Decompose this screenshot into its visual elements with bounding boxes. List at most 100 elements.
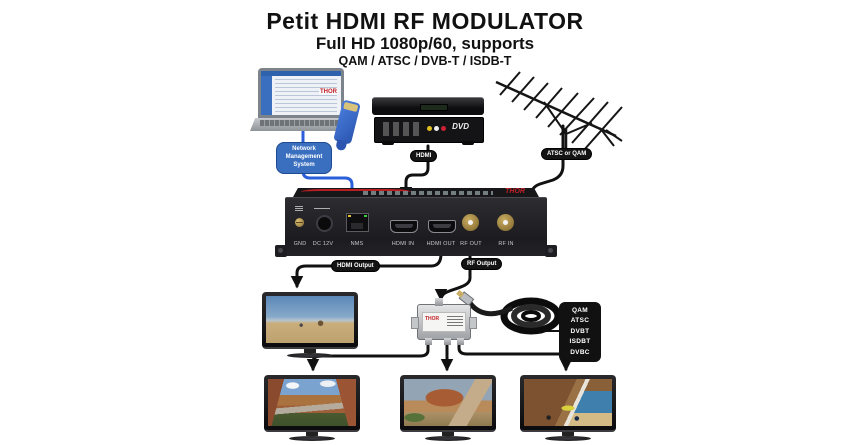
rf-splitter: THOR	[411, 298, 477, 345]
rca-red	[441, 126, 446, 131]
cable-splitter-out-right	[457, 339, 573, 372]
rca-yellow	[427, 126, 432, 131]
tv-stand-neck	[304, 349, 316, 353]
dvd-logo: DVD	[452, 122, 469, 131]
tv-screen-cliff	[524, 379, 612, 426]
tv-bezel	[520, 375, 616, 432]
laptop-app-titlebar	[261, 71, 341, 76]
tv-bezel	[264, 375, 360, 432]
nms-ethernet-port	[346, 213, 369, 232]
standard-atsc: ATSC	[570, 317, 590, 325]
tv-screen-beach	[266, 296, 354, 343]
dvd-foot-left	[382, 141, 394, 145]
tv-bezel	[262, 292, 358, 349]
tv-bezel	[400, 375, 496, 432]
tv-stand-base	[287, 353, 333, 358]
mounting-ear-left	[275, 245, 287, 257]
cable-antenna-to-rf-in	[529, 124, 565, 198]
laptop-keyboard	[260, 120, 344, 126]
splitter-ear-left	[411, 317, 419, 329]
hdmi-in-port	[390, 220, 418, 233]
laptop-brand-logo: THOR	[319, 89, 338, 95]
screw-hole	[278, 248, 283, 253]
port-label-gnd: GND	[293, 241, 307, 247]
tv-hdmi-output	[262, 292, 358, 358]
title-line2: Full HD 1080p/60, supports	[315, 34, 535, 54]
ethernet-plug-boot	[335, 139, 348, 152]
tv-antenna	[495, 71, 623, 152]
nms-label: Network Management System	[276, 142, 332, 174]
port-label-rf-in: RF IN	[498, 241, 514, 247]
antenna-cable-label: ATSC or QAM	[541, 148, 593, 160]
standard-isdbt: ISDBT	[569, 338, 591, 346]
dvd-rear-connectors	[383, 122, 423, 136]
splitter-output-1	[425, 338, 432, 345]
tv-stand-neck	[306, 432, 318, 436]
modulator-device: GND DC 12V NMS HDMI IN HDMI OUT RF OUT R…	[285, 197, 547, 256]
ground-symbol-icon	[295, 206, 303, 211]
tv-rf-2	[400, 375, 496, 441]
tv-stand-neck	[562, 432, 574, 436]
gnd-terminal	[295, 218, 304, 227]
tv-rf-3	[520, 375, 616, 441]
port-led-yellow	[348, 215, 351, 217]
dvd-display	[420, 104, 448, 111]
splitter-label: THOR	[422, 312, 466, 332]
modulator-top-text	[363, 191, 493, 195]
screw-hole	[548, 248, 553, 253]
hdmi-pin-block	[395, 224, 413, 228]
port-label-nms: NMS	[350, 241, 364, 247]
dc-polarity-icon	[314, 206, 330, 211]
modulator-top-panel: THOR	[293, 188, 539, 197]
port-label-hdmi-out: HDMI OUT	[426, 241, 456, 247]
modulator-red-swoosh	[301, 189, 411, 195]
laptop-app-sidebar	[261, 76, 272, 115]
splitter-input-port	[435, 298, 443, 306]
nms-label-line2: Management	[285, 154, 323, 161]
nms-label-line1: Network	[292, 146, 316, 153]
standard-qam: QAM	[571, 307, 589, 315]
rf-out-connector	[462, 214, 479, 231]
hdmi-cable-label: HDMI	[410, 150, 438, 162]
nms-label-line3: System	[293, 161, 315, 168]
laptop: THOR	[258, 68, 344, 118]
port-label-rf-out: RF OUT	[460, 241, 482, 247]
port-label-hdmi-in: HDMI IN	[391, 241, 415, 247]
port-led-green	[364, 215, 367, 217]
tv-screen-canyon	[268, 379, 356, 426]
tv-screen-mesa	[404, 379, 492, 426]
f-connector-pin	[503, 220, 508, 225]
splitter-output-2	[444, 338, 451, 345]
dvd-player-rear: DVD	[374, 117, 484, 143]
hdmi-out-port	[428, 220, 456, 233]
page-title: Petit HDMI RF MODULATOR Full HD 1080p/60…	[0, 8, 850, 68]
laptop-app-table	[275, 79, 337, 112]
hdmi-output-label: HDMI Output	[331, 260, 380, 272]
title-line3: QAM / ATSC / DVB-T / ISDB-T	[338, 53, 512, 68]
tv-rf-1	[264, 375, 360, 441]
title-line1: Petit HDMI RF MODULATOR	[266, 8, 584, 34]
dvd-player-front	[372, 97, 484, 115]
rj45-slot	[351, 223, 363, 229]
rf-output-label: RF Output	[461, 258, 503, 270]
splitter-ear-right	[469, 317, 477, 329]
f-connector-pin	[468, 220, 473, 225]
tv-stand-base	[425, 436, 471, 441]
modulator-brand-logo: THOR	[505, 188, 525, 195]
ethernet-plug-contacts	[343, 101, 359, 113]
splitter-output-3	[457, 338, 464, 345]
dvd-foot-right	[462, 141, 474, 145]
tv-stand-base	[289, 436, 335, 441]
tv-stand-base	[545, 436, 591, 441]
dc-power-jack	[316, 215, 333, 232]
rf-in-connector	[497, 214, 514, 231]
hdmi-pin-block	[433, 224, 451, 228]
port-label-dc12v: DC 12V	[312, 241, 334, 247]
rca-white	[434, 126, 439, 131]
splitter-brand-logo: THOR	[425, 316, 440, 322]
standard-dvbt: DVBT	[570, 327, 590, 335]
mounting-ear-right	[545, 245, 557, 257]
standards-label: QAM ATSC DVBT ISDBT DVBC	[559, 302, 601, 362]
laptop-screen: THOR	[261, 71, 341, 115]
